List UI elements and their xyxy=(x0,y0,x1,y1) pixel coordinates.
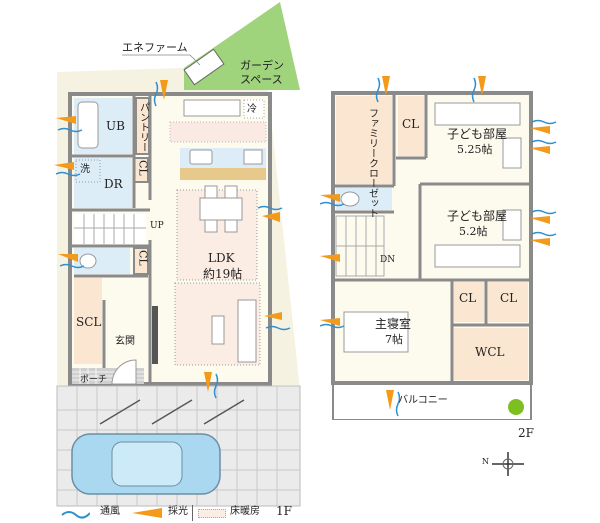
legend-divider xyxy=(192,505,193,521)
room-dr: DR xyxy=(104,177,123,191)
room-kids-2: 子ども部屋 xyxy=(447,209,508,223)
light-markers-1f xyxy=(54,80,282,392)
ene-farm-unit xyxy=(183,48,225,86)
room-cl-top: CL xyxy=(402,117,420,131)
stairs-down-label: DN xyxy=(380,255,396,265)
floor-heating-legend-icon xyxy=(198,509,226,518)
stairs-up-label: UP xyxy=(150,221,164,231)
room-wcl: WCL xyxy=(475,345,505,359)
fridge-label: 冷 xyxy=(247,104,257,115)
room-ub: UB xyxy=(106,119,125,133)
legend-wind-label: 通風 xyxy=(100,506,120,517)
wash-label: 洗 xyxy=(80,164,90,175)
legend-floor-heating-label: 床暖房 xyxy=(230,506,260,517)
compass-north-label: N xyxy=(482,457,489,466)
room-kids-1: 子ども部屋 xyxy=(447,127,508,141)
legend: 通風 採光 床暖房 1F xyxy=(60,504,300,521)
light-legend-icon xyxy=(132,508,162,518)
garden-space-label-1: ガーデン xyxy=(240,59,284,72)
tree-icon xyxy=(508,399,524,415)
garden-space-label-2: スペース xyxy=(240,73,283,86)
ene-farm-label: エネファーム xyxy=(122,41,188,54)
room-ldk: LDK xyxy=(208,251,235,265)
room-cl-a: CL xyxy=(459,291,477,305)
floor-plan-2f-drawing xyxy=(320,76,557,420)
room-cl-b: CL xyxy=(500,291,518,305)
wind-legend-icon xyxy=(61,511,90,519)
wind-markers-2f xyxy=(320,77,557,417)
room-ldk-size: 約19帖 xyxy=(203,267,243,281)
floor-label-1f: 1F xyxy=(276,504,292,518)
floor-plan-1f-drawing xyxy=(54,2,301,507)
room-pantry: パントリー xyxy=(137,102,149,152)
legend-light-label: 採光 xyxy=(168,506,188,517)
room-master-size: 7帖 xyxy=(385,333,403,346)
light-markers-2f xyxy=(320,76,550,410)
floor-label-2f: 2F xyxy=(518,426,534,440)
room-master: 主寝室 xyxy=(375,317,412,331)
room-cl-2: CL xyxy=(136,250,150,266)
bicycle-icons xyxy=(99,399,245,425)
room-kids-2-size: 5.2帖 xyxy=(459,225,488,238)
room-cl-1: CL xyxy=(136,160,150,176)
room-entrance: 玄関 xyxy=(115,336,135,347)
room-family-closet: ファミリークローゼット xyxy=(366,108,378,218)
balcony-label: バルコニー xyxy=(398,395,448,406)
car-icon xyxy=(71,433,221,495)
wind-markers-1f xyxy=(55,81,291,399)
compass-icon xyxy=(492,452,524,476)
room-porch: ポーチ xyxy=(80,375,108,385)
room-scl: SCL xyxy=(76,315,102,329)
room-kids-1-size: 5.25帖 xyxy=(457,143,493,156)
